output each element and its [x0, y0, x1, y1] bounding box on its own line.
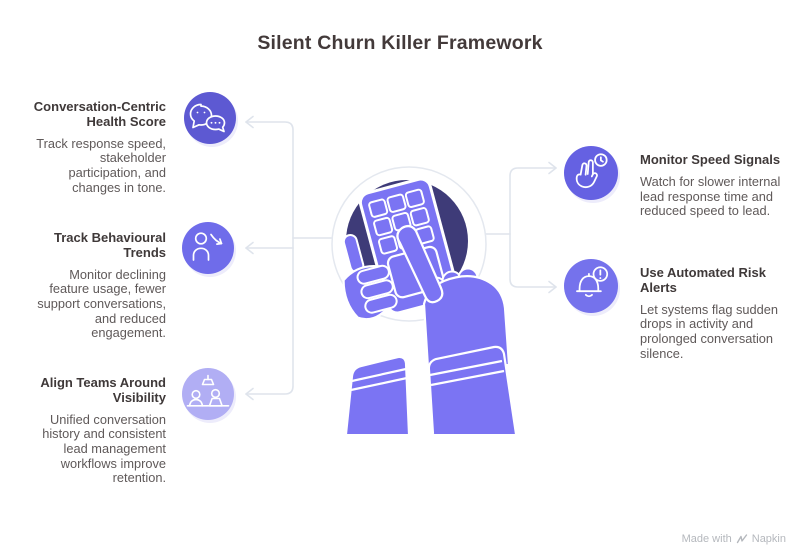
chat-bubbles-icon [184, 92, 236, 144]
item-left-3: Align Teams Around Visibility Unified co… [29, 375, 166, 486]
item-body: Track response speed, stakeholder partic… [36, 135, 166, 195]
watermark-brand: Napkin [751, 533, 786, 545]
arrow-left-icon [245, 387, 254, 401]
item-body: Monitor declining feature usage, fewer s… [37, 266, 166, 341]
item-right-1: Monitor Speed Signals Watch for slower i… [640, 152, 786, 219]
item-heading: Use Automated Risk Alerts [640, 265, 766, 295]
person-decline-trend-icon [182, 222, 234, 274]
arrow-left-icon [245, 115, 254, 129]
tap-gesture-clock-icon [564, 146, 618, 200]
watermark-prefix: Made with [681, 533, 732, 545]
item-body: Watch for slower internal lead response … [640, 173, 781, 219]
arrow-right-icon [548, 280, 557, 294]
item-heading: Align Teams Around Visibility [40, 375, 166, 405]
bell-alert-icon [564, 259, 618, 313]
item-left-2: Track Behavioural Trends Monitor declini… [29, 230, 166, 341]
arrow-left-icon [245, 241, 254, 255]
left-hand [342, 234, 398, 321]
item-heading: Conversation-Centric Health Score [33, 99, 166, 129]
item-heading: Track Behavioural Trends [54, 230, 166, 260]
arrow-right-icon [548, 161, 557, 175]
arms [344, 345, 518, 435]
team-meeting-lamp-icon [182, 368, 234, 420]
item-left-1: Conversation-Centric Health Score Track … [29, 99, 166, 195]
item-body: Unified conversation history and consist… [42, 411, 166, 486]
item-heading: Monitor Speed Signals [640, 152, 781, 167]
page-title: Silent Churn Killer Framework [257, 32, 543, 54]
item-right-2: Use Automated Risk Alerts Let systems fl… [640, 265, 786, 361]
right-hand [396, 224, 511, 370]
napkin-logo-icon [736, 534, 747, 544]
napkin-watermark-link[interactable]: Made with Napkin [682, 533, 786, 545]
item-body: Let systems flag sudden drops in activit… [640, 301, 778, 361]
